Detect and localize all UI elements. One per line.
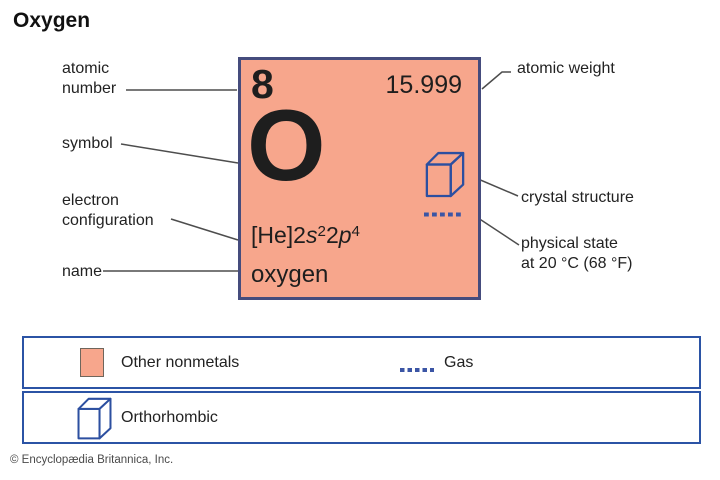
label-crystal-structure: crystal structure	[521, 189, 634, 206]
legend: Other nonmetals Gas Orthorhombic	[22, 336, 701, 444]
config-s-orbital: s	[305, 222, 318, 248]
atomic-number-value: 8	[251, 61, 274, 107]
legend-label-other-nonmetals: Other nonmetals	[121, 354, 240, 371]
legend-label-orthorhombic: Orthorhombic	[121, 409, 218, 426]
connector-symbol	[120, 143, 239, 164]
label-name: name	[62, 263, 103, 280]
config-s-superscript: 2	[317, 223, 326, 241]
config-prefix: [He]2	[251, 222, 306, 248]
orthorhombic-legend-cube-icon	[76, 396, 113, 447]
label-atomic-weight: atomic weight	[517, 60, 615, 77]
connector-atomic-weight	[481, 71, 511, 90]
page-title: Oxygen	[13, 9, 91, 32]
config-between: 2	[325, 222, 339, 248]
legend-row-category: Other nonmetals Gas	[22, 336, 701, 389]
label-symbol: symbol	[62, 135, 113, 152]
config-p-orbital: p	[338, 222, 352, 248]
orthorhombic-cube-icon	[424, 150, 466, 205]
label-electron-configuration: electron configuration	[62, 192, 154, 229]
element-card: 8 15.999 O [He]2s22p4 oxygen	[238, 57, 481, 300]
gas-dotted-line-icon	[400, 360, 435, 378]
other-nonmetals-swatch	[80, 348, 104, 377]
element-name-value: oxygen	[251, 261, 329, 288]
label-atomic-number: atomic number	[62, 60, 117, 97]
legend-label-gas: Gas	[444, 354, 474, 371]
atomic-weight-value: 15.999	[385, 71, 462, 99]
copyright-notice: © Encyclopædia Britannica, Inc.	[10, 454, 174, 466]
gas-state-dotted-line-icon	[424, 205, 464, 223]
label-physical-state: physical state at 20 °C (68 °F)	[521, 235, 633, 272]
legend-row-crystal: Orthorhombic	[22, 391, 701, 444]
element-symbol: O	[247, 90, 326, 202]
electron-configuration-value: [He]2s22p4	[251, 222, 360, 249]
config-p-superscript: 4	[351, 223, 360, 241]
connector-electron-configuration	[170, 218, 239, 241]
